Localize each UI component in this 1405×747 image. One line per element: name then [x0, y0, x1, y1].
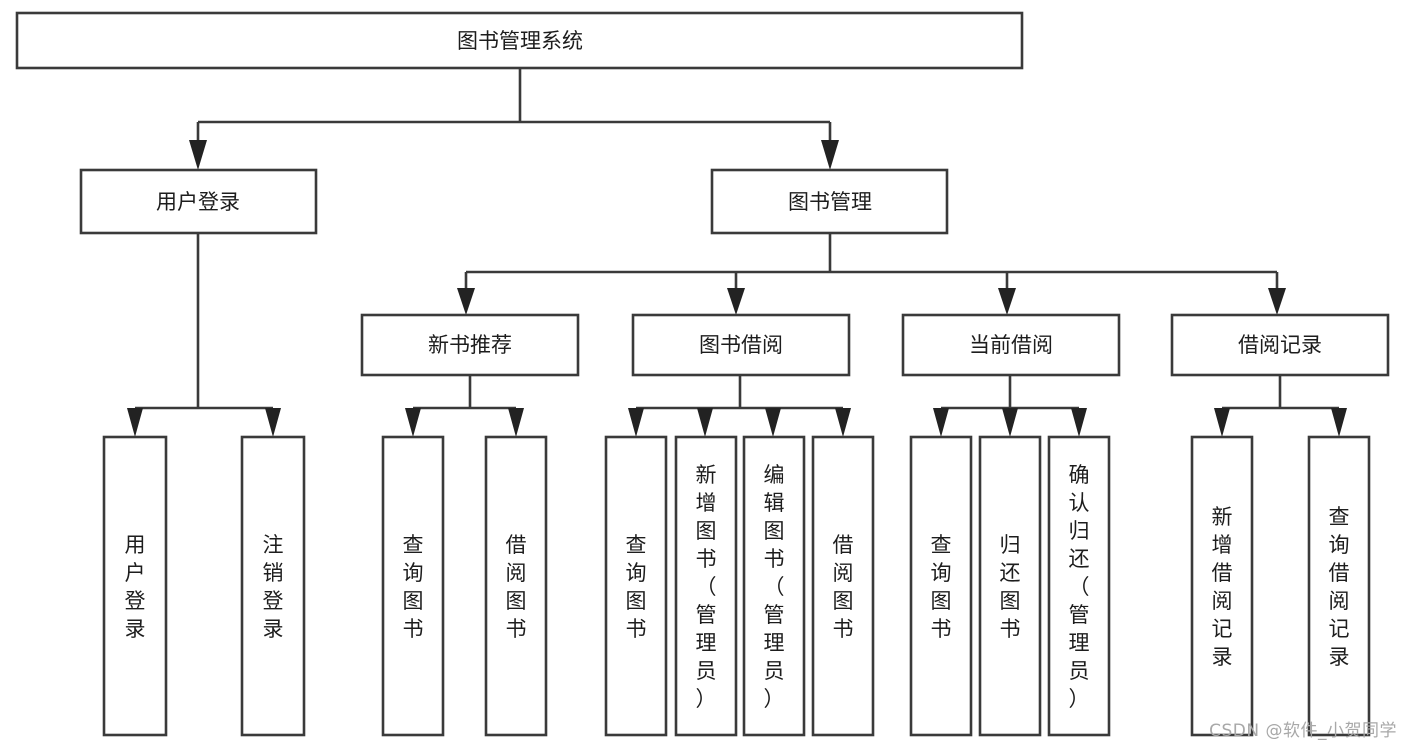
- arrowhead-book-borrow: [727, 288, 745, 315]
- node-new-book-recommend[interactable]: 新书推荐: [360, 313, 580, 377]
- arrowhead-leaf-user-logout: [265, 408, 281, 437]
- arrowhead-cb-leaf3: [1071, 408, 1087, 437]
- arrowhead-current-borrow: [998, 288, 1016, 315]
- node-book-manage-box[interactable]: [710, 168, 949, 235]
- leaf-borrow-query-book[interactable]: 查询图书: [604, 435, 668, 737]
- node-current-borrow-box[interactable]: [901, 313, 1121, 377]
- leaf-cur-confirm-return-label: 确认归还（管理员）: [1069, 463, 1090, 711]
- node-user-login-label: 用户登录: [156, 190, 240, 214]
- leaf-add-borrow-record[interactable]: 新增借阅记录: [1190, 435, 1254, 737]
- arrowhead-bb-leaf4: [835, 408, 851, 437]
- leaf-query-borrow-record-box[interactable]: [1307, 435, 1371, 737]
- node-user-login[interactable]: 用户登录: [79, 168, 318, 235]
- node-book-borrow-box[interactable]: [631, 313, 851, 377]
- node-user-login-box[interactable]: [79, 168, 318, 235]
- leaf-user-login[interactable]: 用户登录: [102, 435, 168, 737]
- leaf-rec-borrow-book[interactable]: 借阅图书: [484, 435, 548, 737]
- node-book-borrow-label: 图书借阅: [699, 333, 783, 357]
- leaf-rec-query-book-label: 查询图书: [403, 533, 424, 641]
- node-new-book-recommend-label: 新书推荐: [428, 333, 512, 357]
- arrowhead-borrow-record: [1268, 288, 1286, 315]
- arrowhead-cb-leaf2: [1002, 408, 1018, 437]
- leaf-cur-query-book-label: 查询图书: [931, 533, 952, 641]
- leaf-rec-borrow-book-label: 借阅图书: [506, 533, 527, 641]
- leaf-cur-query-book-box[interactable]: [909, 435, 973, 737]
- leaf-borrow-query-book-box[interactable]: [604, 435, 668, 737]
- leaf-rec-query-book[interactable]: 查询图书: [381, 435, 445, 737]
- arrowhead-nbr-leaf2: [508, 408, 524, 437]
- leaf-user-logout-label: 注销登录: [263, 533, 284, 641]
- leaf-user-logout[interactable]: 注销登录: [240, 435, 306, 737]
- leaf-borrow-borrow-book[interactable]: 借阅图书: [811, 435, 875, 737]
- leaf-cur-confirm-return-box[interactable]: [1047, 435, 1111, 737]
- arrowhead-cb-leaf1: [933, 408, 949, 437]
- leaf-cur-confirm-return[interactable]: 确认归还（管理员）: [1047, 435, 1111, 737]
- leaf-query-borrow-record-label: 查询借阅记录: [1329, 505, 1350, 669]
- leaf-borrow-edit-book[interactable]: 编辑图书（管理员）: [742, 435, 806, 737]
- leaf-borrow-add-book[interactable]: 新增图书（管理员）: [674, 435, 738, 737]
- leaf-user-login-box[interactable]: [102, 435, 168, 737]
- node-borrow-record[interactable]: 借阅记录: [1170, 313, 1390, 377]
- leaf-rec-borrow-book-box[interactable]: [484, 435, 548, 737]
- leaf-user-logout-box[interactable]: [240, 435, 306, 737]
- node-book-manage[interactable]: 图书管理: [710, 168, 949, 235]
- leaf-add-borrow-record-box[interactable]: [1190, 435, 1254, 737]
- leaf-query-borrow-record[interactable]: 查询借阅记录: [1307, 435, 1371, 737]
- arrowhead-nbr-leaf1: [405, 408, 421, 437]
- node-borrow-record-box[interactable]: [1170, 313, 1390, 377]
- leaf-cur-query-book[interactable]: 查询图书: [909, 435, 973, 737]
- arrowhead-bb-leaf3: [765, 408, 781, 437]
- arrowhead-br-leaf2: [1331, 408, 1347, 437]
- leaf-rec-query-book-box[interactable]: [381, 435, 445, 737]
- leaf-cur-return-book[interactable]: 归还图书: [978, 435, 1042, 737]
- node-current-borrow-label: 当前借阅: [969, 333, 1053, 357]
- node-root[interactable]: 图书管理系统: [15, 11, 1024, 70]
- arrowhead-new-book-rec: [457, 288, 475, 315]
- node-current-borrow[interactable]: 当前借阅: [901, 313, 1121, 377]
- leaf-borrow-query-book-label: 查询图书: [626, 533, 647, 641]
- leaf-borrow-add-book-label: 新增图书（管理员）: [696, 463, 717, 711]
- arrowhead-book-manage: [821, 140, 839, 170]
- leaf-borrow-borrow-book-label: 借阅图书: [833, 533, 854, 641]
- leaf-cur-return-book-box[interactable]: [978, 435, 1042, 737]
- arrowhead-user-login: [189, 140, 207, 170]
- node-root-box[interactable]: [15, 11, 1024, 70]
- node-book-borrow[interactable]: 图书借阅: [631, 313, 851, 377]
- leaf-borrow-edit-book-label: 编辑图书（管理员）: [764, 463, 785, 711]
- csdn-watermark: CSDN @软件_小贺同学: [1209, 721, 1397, 741]
- connector-layer: [127, 68, 1347, 437]
- leaf-add-borrow-record-label: 新增借阅记录: [1212, 505, 1233, 669]
- arrowhead-bb-leaf2: [697, 408, 713, 437]
- leaf-borrow-edit-book-box[interactable]: [742, 435, 806, 737]
- node-borrow-record-label: 借阅记录: [1238, 333, 1322, 357]
- node-root-label: 图书管理系统: [457, 29, 583, 53]
- node-new-book-recommend-box[interactable]: [360, 313, 580, 377]
- leaf-cur-return-book-label: 归还图书: [1000, 533, 1021, 641]
- leaf-borrow-add-book-box[interactable]: [674, 435, 738, 737]
- leaf-user-login-label: 用户登录: [125, 533, 146, 641]
- arrowhead-br-leaf1: [1214, 408, 1230, 437]
- node-book-manage-label: 图书管理: [788, 190, 872, 214]
- arrowhead-leaf-user-login: [127, 408, 143, 437]
- leaf-borrow-borrow-book-box[interactable]: [811, 435, 875, 737]
- arrowhead-bb-leaf1: [628, 408, 644, 437]
